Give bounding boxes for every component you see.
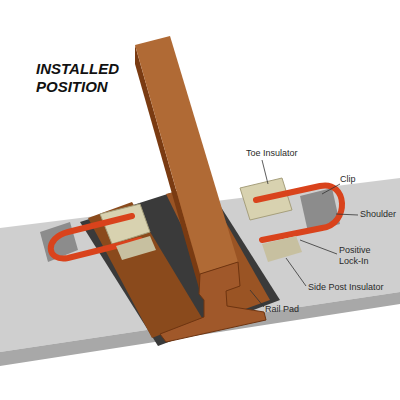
leader-line (336, 214, 358, 215)
clip-right (256, 185, 342, 240)
diagram-title: INSTALLED POSITION (36, 60, 136, 96)
part-label: Toe Insulator (246, 148, 298, 159)
part-label: Shoulder (360, 209, 396, 220)
leader-line (322, 184, 340, 194)
part-label: Side Post Insulator (308, 282, 384, 293)
leader-line (262, 160, 268, 184)
rail-end-section (160, 262, 266, 342)
leader-line (250, 290, 264, 307)
leader-line (286, 258, 306, 286)
leader-line (300, 240, 337, 254)
side-post-insulator-right (262, 236, 302, 262)
part-label: Positive Lock-In (339, 245, 383, 267)
side-post-insulator-left (116, 236, 156, 260)
part-label: Rail Pad (265, 304, 299, 315)
part-label: Clip (340, 174, 356, 185)
